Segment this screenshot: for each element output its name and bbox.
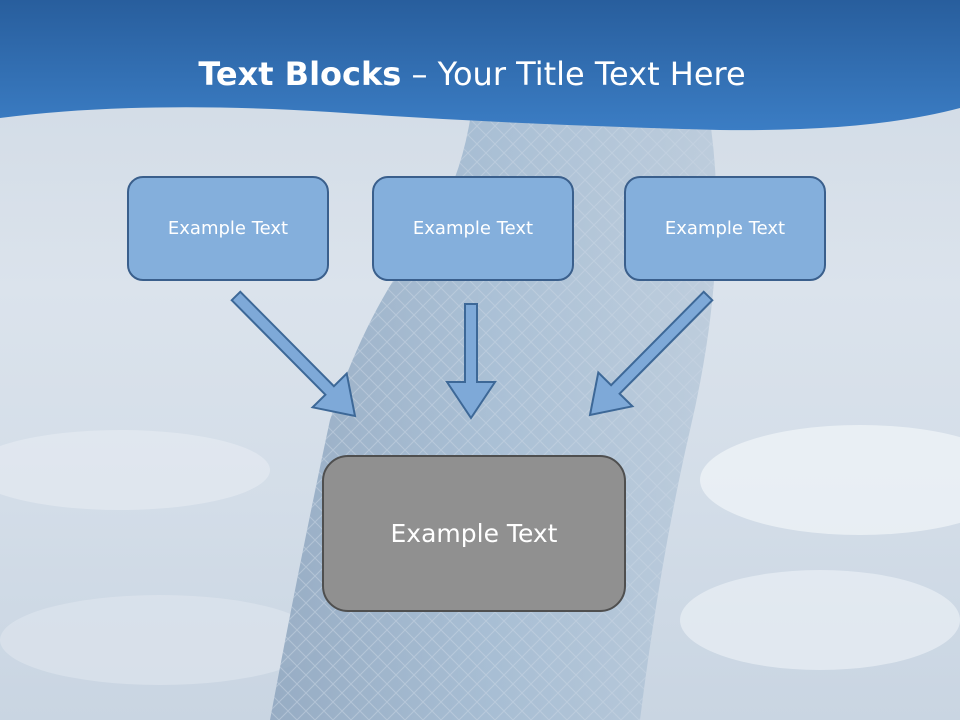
cloud [0, 595, 320, 685]
cloud [680, 570, 960, 670]
cloud [0, 430, 270, 510]
text-block-2-label: Example Text [412, 218, 534, 239]
target-block-label: Example Text [390, 519, 558, 548]
arrow-right-down [588, 290, 714, 417]
arrow-center-down [445, 303, 497, 420]
text-block-3: Example Text [624, 176, 826, 281]
text-block-2: Example Text [372, 176, 574, 281]
target-block: Example Text [322, 455, 626, 612]
text-block-3-label: Example Text [664, 218, 786, 239]
title-dash: – [411, 55, 428, 93]
arrow-left-down [230, 290, 357, 418]
header-band [0, 0, 960, 131]
cloud [700, 425, 960, 535]
title-bold: Text Blocks [198, 55, 402, 93]
text-block-1: Example Text [127, 176, 329, 281]
slide-title: Text Blocks – Your Title Text Here [0, 52, 944, 96]
text-block-1-label: Example Text [167, 218, 289, 239]
title-rest: Your Title Text Here [437, 55, 746, 93]
